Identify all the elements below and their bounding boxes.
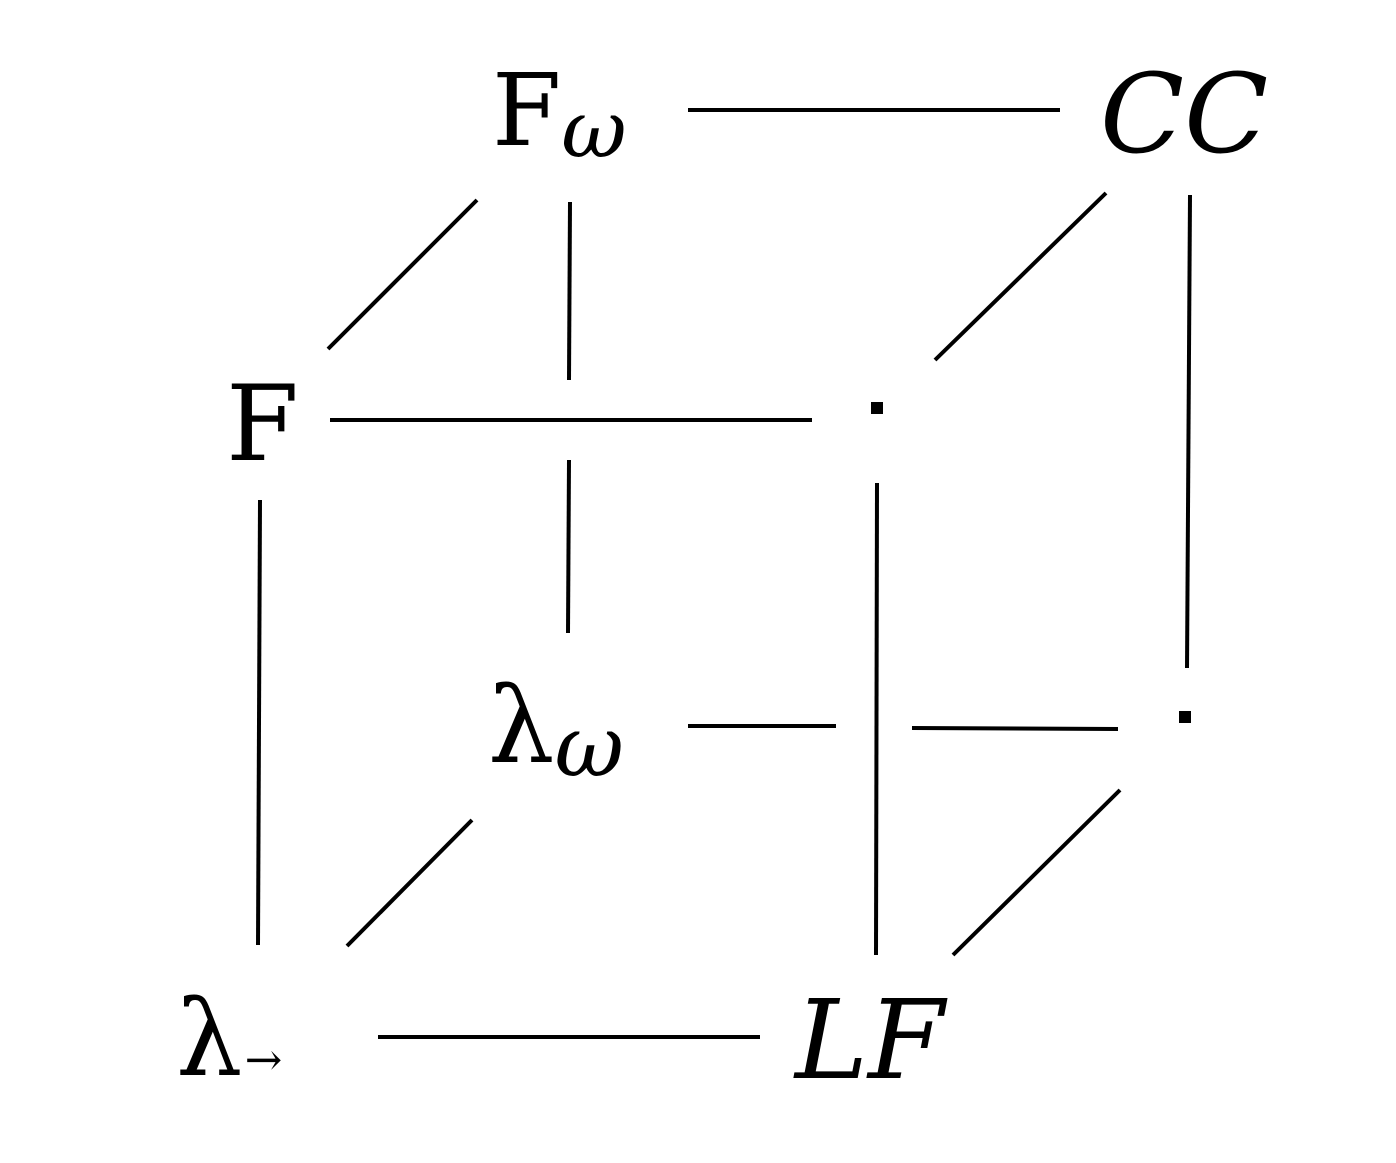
node-lf: LF — [793, 976, 948, 1104]
node-lambda-omega: λω — [488, 665, 624, 797]
node-unnamed-right-dot — [1179, 711, 1191, 723]
edge-lambdaomega-lambdaarrow — [345, 818, 474, 948]
node-f-omega: Fω — [492, 52, 627, 176]
edge-fomega-f — [326, 198, 479, 351]
edge-f-lambdaarrow — [256, 499, 262, 946]
edge-cc-dot-right — [1185, 194, 1192, 669]
edge-fomega-lambdaomega-lower — [566, 459, 571, 634]
edge-dot-right-lf — [951, 788, 1122, 957]
edge-fomega-lambdaomega-upper — [567, 201, 572, 381]
node-unnamed-top-dot — [871, 402, 883, 414]
node-f: F — [226, 363, 299, 485]
edge-dot-top-lf — [874, 482, 879, 956]
edge-cc-dot-top — [933, 191, 1108, 362]
edge-lambdaomega-dot-right-b — [911, 726, 1119, 731]
node-cc: CC — [1100, 50, 1268, 178]
node-lambda-arrow: λ→ — [176, 978, 282, 1100]
